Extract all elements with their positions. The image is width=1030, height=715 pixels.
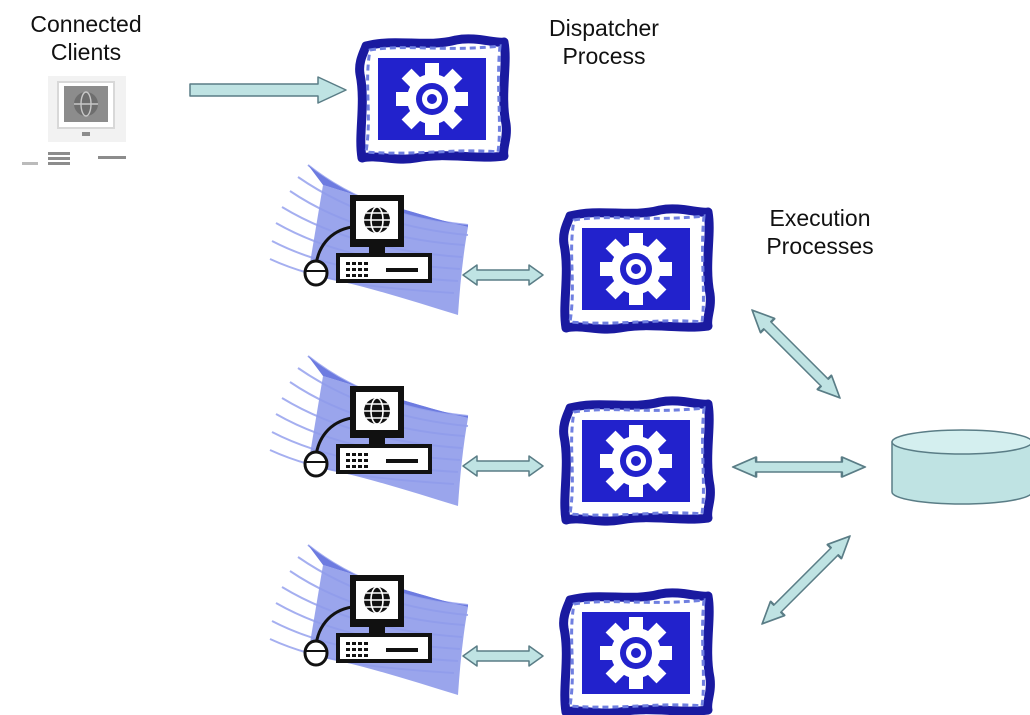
- dispatcher-process-label-line-2: Process: [562, 43, 646, 69]
- execution-process-gear-icon-1: [564, 209, 711, 329]
- dispatcher-process-label-line-1: Dispatcher: [549, 15, 659, 41]
- execution-processes-label: Execution Processes: [740, 204, 900, 260]
- dispatcher-process-label: Dispatcher Process: [524, 14, 684, 70]
- client-computer-icon-2: [268, 354, 470, 508]
- connected-client-computer-icon: [22, 76, 126, 165]
- client-computer-icon-1: [268, 163, 470, 317]
- client-execution-arrow-2: [462, 455, 544, 477]
- connected-clients-label: Connected Clients: [6, 10, 166, 66]
- execution-database-arrow-2: [731, 455, 867, 479]
- connected-clients-label-line-1: Connected: [30, 11, 142, 37]
- client-execution-arrow-1: [462, 264, 544, 286]
- request-arrow: [189, 76, 347, 104]
- execution-database-arrow-1: [744, 302, 848, 406]
- client-computer-icon-3: [268, 543, 470, 697]
- execution-database-arrow-3: [754, 528, 858, 632]
- database-icon: [891, 429, 1030, 505]
- execution-process-gear-icon-3: [564, 593, 711, 713]
- execution-processes-label-line-2: Processes: [766, 233, 874, 259]
- connected-clients-label-line-2: Clients: [50, 39, 122, 65]
- client-execution-arrow-3: [462, 645, 544, 667]
- dispatcher-process-gear-icon: [360, 39, 507, 159]
- execution-processes-label-line-1: Execution: [769, 205, 871, 231]
- execution-process-gear-icon-2: [564, 401, 711, 521]
